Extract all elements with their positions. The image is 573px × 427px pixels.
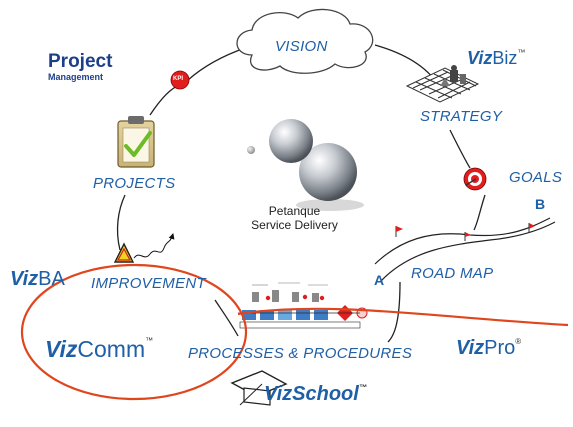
marker-a: A	[374, 272, 385, 288]
goals-label: GOALS	[509, 169, 563, 186]
project-management-line2: Management	[48, 72, 104, 82]
connector-improvement-processes	[214, 299, 239, 337]
vision-cloud	[236, 8, 374, 74]
connector-strategy-goals	[449, 129, 471, 169]
graduation-cap-icon	[230, 370, 288, 406]
vizba-suffix: BA	[38, 268, 65, 290]
vizschool-suffix: School	[292, 383, 359, 405]
vizba-prefix: Viz	[10, 268, 39, 290]
project-management-title: Project Management	[48, 51, 113, 83]
vizbiz-prefix: Viz	[467, 48, 493, 68]
vizcomm-suffix: Comm	[77, 336, 146, 362]
marker-b: B	[535, 196, 546, 212]
process-flow-diagram	[238, 282, 368, 329]
strategy-label: STRATEGY	[420, 108, 503, 125]
orange-swoosh-line	[237, 307, 569, 327]
road-map-label: ROAD MAP	[411, 265, 494, 282]
improvement-squiggle-arrow	[133, 233, 175, 259]
vizpro-suffix: Pro	[484, 337, 516, 359]
kpi-badge	[170, 70, 190, 90]
clipboard-icon	[117, 116, 155, 168]
warning-triangle-icon	[113, 242, 135, 263]
petanque-label: Petanque Service Delivery	[247, 204, 342, 232]
petanque-line2: Service Delivery	[251, 218, 338, 232]
projects-label: PROJECTS	[93, 175, 176, 192]
vizschool-prefix: Viz	[264, 383, 293, 405]
vision-label: VISION	[275, 38, 328, 55]
connector-projects-improvement	[116, 194, 126, 251]
improvement-label: IMPROVEMENT	[91, 275, 206, 292]
project-management-line1: Project	[48, 51, 113, 72]
chessboard-icon	[405, 65, 480, 103]
vizpro-tm: ®	[515, 337, 522, 346]
kpi-badge-label: KPI	[173, 76, 184, 82]
target-icon	[463, 167, 487, 191]
vizba-logo: VizBA	[10, 268, 65, 291]
connector-kpi-vision	[187, 47, 246, 81]
vizcomm-logo: VizComm™	[45, 336, 153, 363]
vizcomm-prefix: Viz	[45, 336, 78, 362]
vizcomm-highlight-ellipse	[20, 263, 248, 401]
vizbiz-tm: ™	[517, 48, 526, 57]
connector-goals-b	[473, 194, 486, 231]
vizpro-logo: VizPro®	[456, 337, 521, 360]
petanque-line1: Petanque	[268, 204, 321, 218]
vizcomm-tm: ™	[145, 336, 154, 345]
road-flags	[395, 223, 535, 241]
connector-roadmap-processes	[387, 281, 401, 343]
vizschool-tm: ™	[358, 383, 367, 392]
vizbiz-logo: VizBiz™	[467, 48, 525, 69]
vizpro-prefix: Viz	[456, 337, 485, 359]
connector-projects-kpi	[149, 84, 181, 116]
vizschool-logo: VizSchool™	[264, 383, 367, 406]
petanque-balls-icon	[247, 119, 364, 211]
processes-label: PROCESSES & PROCEDURES	[188, 345, 413, 362]
vizbiz-suffix: Biz	[492, 48, 518, 68]
